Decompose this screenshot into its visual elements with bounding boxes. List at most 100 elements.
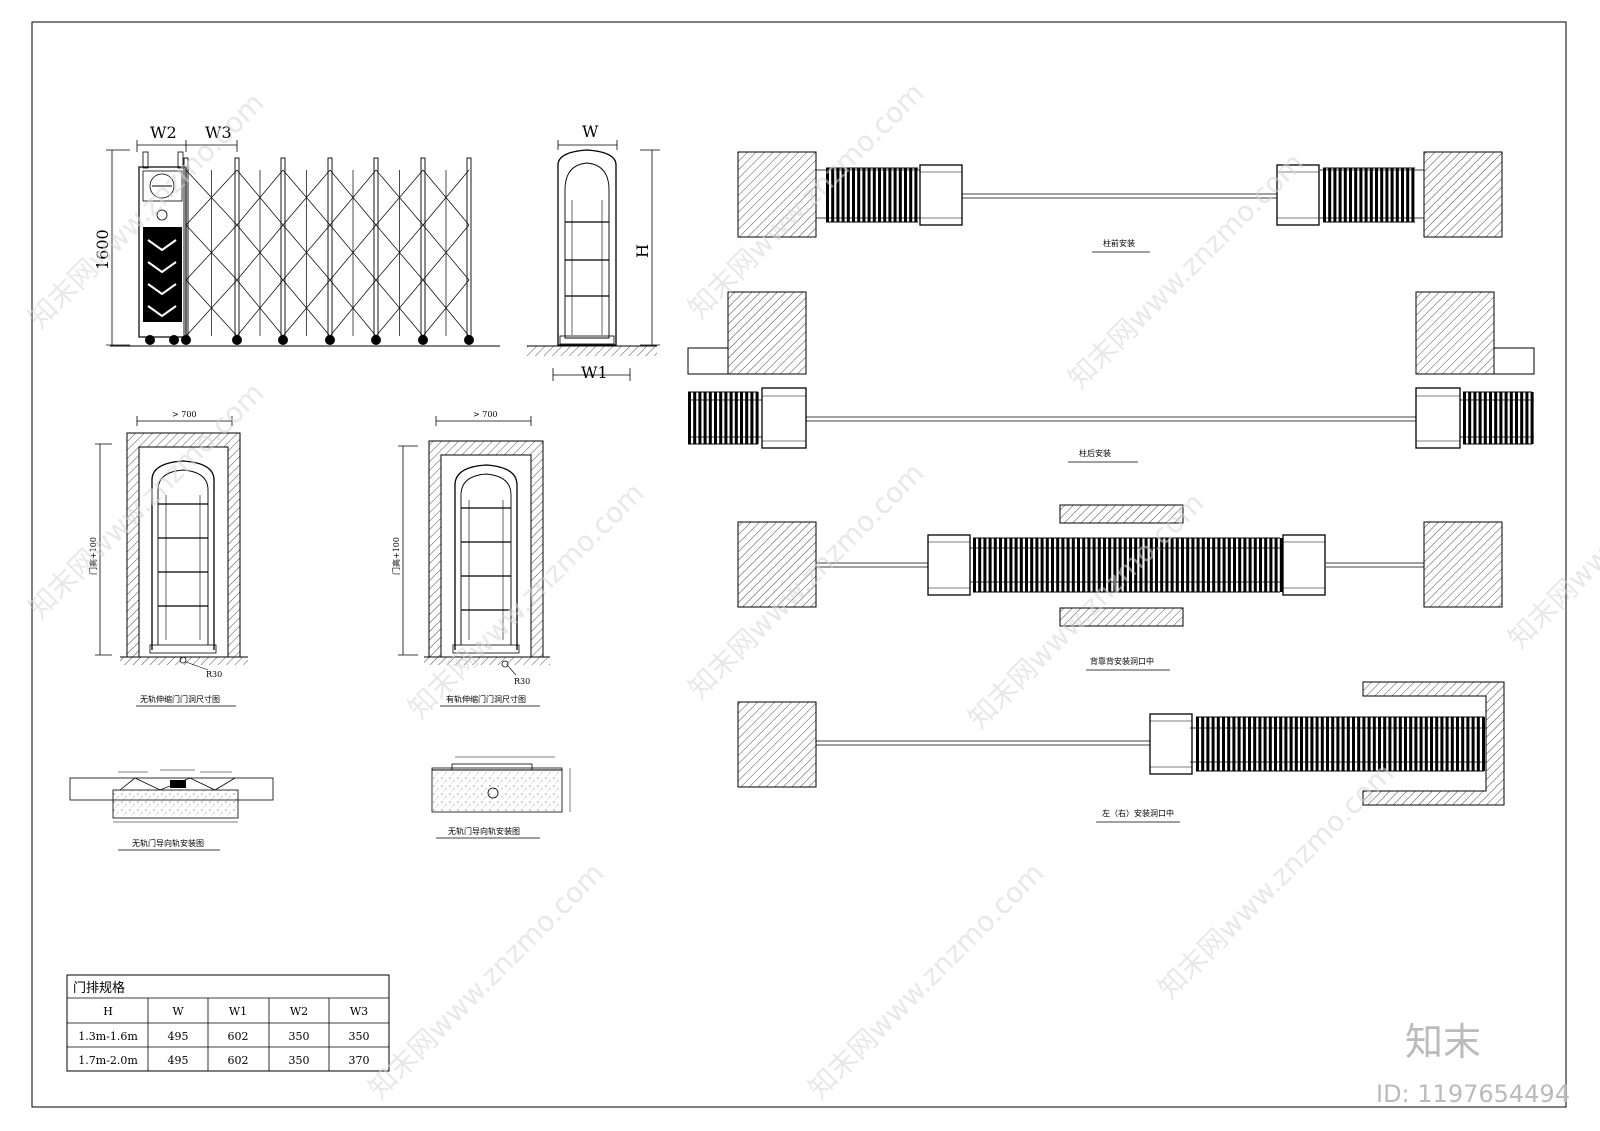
gate-elevation: W2 W3 1600 bbox=[93, 123, 500, 347]
gate-leaf bbox=[909, 168, 913, 222]
gate-leaf bbox=[857, 168, 861, 222]
gate-leaf bbox=[1274, 538, 1278, 592]
gate-leaf bbox=[1237, 717, 1241, 771]
gate-leaf bbox=[1341, 717, 1345, 771]
gate-leaf bbox=[1364, 168, 1368, 222]
table-title: 门排规格 bbox=[73, 980, 125, 996]
gate-leaf bbox=[1395, 168, 1399, 222]
dim-door-h-a: 门高+100 bbox=[88, 537, 98, 575]
gate-stack-center bbox=[973, 537, 1283, 593]
gate-leaf bbox=[1217, 538, 1221, 592]
gate-leaf bbox=[1263, 717, 1267, 771]
gate-post bbox=[327, 157, 333, 337]
gate-leaf bbox=[1494, 392, 1498, 444]
table-header: W bbox=[172, 1005, 184, 1018]
gate-leaf bbox=[1025, 538, 1028, 592]
gate-leaf bbox=[999, 538, 1002, 592]
gate-leaf bbox=[1170, 538, 1174, 592]
gate-leaf bbox=[1320, 717, 1324, 771]
gate-leaf bbox=[1259, 538, 1262, 592]
watermark-text: 知末网www.znzmo.com bbox=[1152, 756, 1401, 1005]
gate-leaf bbox=[1139, 538, 1143, 592]
gate-leaf bbox=[1087, 538, 1091, 592]
gate-leaf bbox=[1430, 717, 1433, 771]
opening-tracked: > 700 门高+100 R30 有轨伸缩门门洞尺寸图 bbox=[391, 410, 550, 707]
gate-leaf bbox=[1463, 392, 1466, 444]
caption-left-right: 左（右）安装洞口中 bbox=[1102, 808, 1174, 818]
gate-leaf bbox=[872, 168, 876, 222]
dim-door-h-b: 门高+100 bbox=[391, 537, 401, 575]
plan-left-right: 左（右）安装洞口中 bbox=[737, 681, 1505, 823]
gate-leaf bbox=[1009, 538, 1013, 592]
table-cell: 350 bbox=[289, 1054, 310, 1067]
gate-leaf bbox=[1233, 538, 1236, 592]
gate-leaf bbox=[1274, 717, 1277, 771]
table-cell: 495 bbox=[168, 1054, 189, 1067]
gate-leaf bbox=[1357, 717, 1361, 771]
dim-w2: W2 bbox=[150, 123, 177, 142]
gate-leaf bbox=[1206, 717, 1210, 771]
gate-leaf bbox=[1409, 717, 1413, 771]
gate-leaf bbox=[1323, 168, 1326, 222]
gate-leaf bbox=[983, 538, 987, 592]
gate-leaf bbox=[1144, 538, 1148, 592]
gate-leaf bbox=[740, 392, 743, 444]
dim-w3: W3 bbox=[205, 123, 232, 142]
gate-leaf bbox=[1530, 392, 1534, 444]
gate-leaf bbox=[904, 168, 907, 222]
gate-leaf bbox=[1398, 717, 1402, 771]
gate-leaf bbox=[719, 392, 723, 444]
gate-stack-left bbox=[826, 167, 918, 223]
gate-leaf bbox=[1411, 168, 1415, 222]
plan-back-to-back: 背靠背安装洞口中 bbox=[737, 504, 1503, 671]
gate-leaf bbox=[1113, 538, 1117, 592]
gate-leaf bbox=[1343, 168, 1347, 222]
guide-rail-section-tracked: 无轨门导向轨安装图 bbox=[431, 756, 571, 839]
gate-leaf bbox=[1346, 717, 1350, 771]
gate-leaf bbox=[993, 538, 997, 592]
table-cell: 1.3m-1.6m bbox=[78, 1030, 138, 1043]
watermark-text: 知末网www.znzmo.com bbox=[362, 856, 611, 1105]
gate-leaf bbox=[1515, 392, 1518, 444]
gate-leaf bbox=[1279, 717, 1283, 771]
gate-leaf bbox=[1253, 538, 1257, 592]
dim-r30-a: R30 bbox=[206, 670, 222, 679]
gate-leaf bbox=[1349, 168, 1352, 222]
gate-leaf bbox=[1040, 538, 1044, 592]
gate-leaf bbox=[1489, 392, 1492, 444]
gate-leaf bbox=[1504, 392, 1508, 444]
gate-leaf bbox=[1056, 538, 1060, 592]
gate-leaf bbox=[1004, 538, 1008, 592]
gate-scissor-bays bbox=[181, 157, 474, 345]
gate-wheel bbox=[232, 335, 242, 345]
gate-leaf bbox=[1222, 717, 1225, 771]
caption-tracked-guide: 无轨门导向轨安装图 bbox=[448, 826, 520, 836]
plan-pillar-front: 柱前安装 bbox=[737, 151, 1503, 253]
dim-1600: 1600 bbox=[93, 229, 112, 270]
gate-stack-left bbox=[688, 391, 759, 445]
gate-leaf bbox=[1525, 392, 1529, 444]
gate-leaf bbox=[878, 168, 881, 222]
gate-leaf bbox=[1196, 717, 1199, 771]
gate-leaf bbox=[734, 392, 738, 444]
gate-leaf bbox=[1333, 168, 1337, 222]
gate-leaf bbox=[1478, 392, 1482, 444]
gate-leaf bbox=[1181, 538, 1184, 592]
gate-leaf bbox=[1269, 538, 1273, 592]
gate-leaf bbox=[1227, 717, 1231, 771]
gate-leaf bbox=[1326, 717, 1329, 771]
gate-leaf bbox=[1468, 392, 1472, 444]
gate-leaf bbox=[1253, 717, 1257, 771]
watermark-text: 知末网www.znzmo.com bbox=[1062, 146, 1311, 395]
gate-leaf bbox=[1476, 717, 1480, 771]
gate-leaf bbox=[1035, 538, 1039, 592]
gate-leaf bbox=[1082, 538, 1086, 592]
gate-leaf bbox=[1424, 717, 1428, 771]
gate-leaf bbox=[1369, 168, 1373, 222]
gate-leaf bbox=[1378, 717, 1381, 771]
gate-leaf bbox=[1155, 538, 1158, 592]
gate-leaf bbox=[1211, 717, 1215, 771]
gate-leaf bbox=[1030, 538, 1034, 592]
gate-stack-right bbox=[1463, 391, 1534, 445]
